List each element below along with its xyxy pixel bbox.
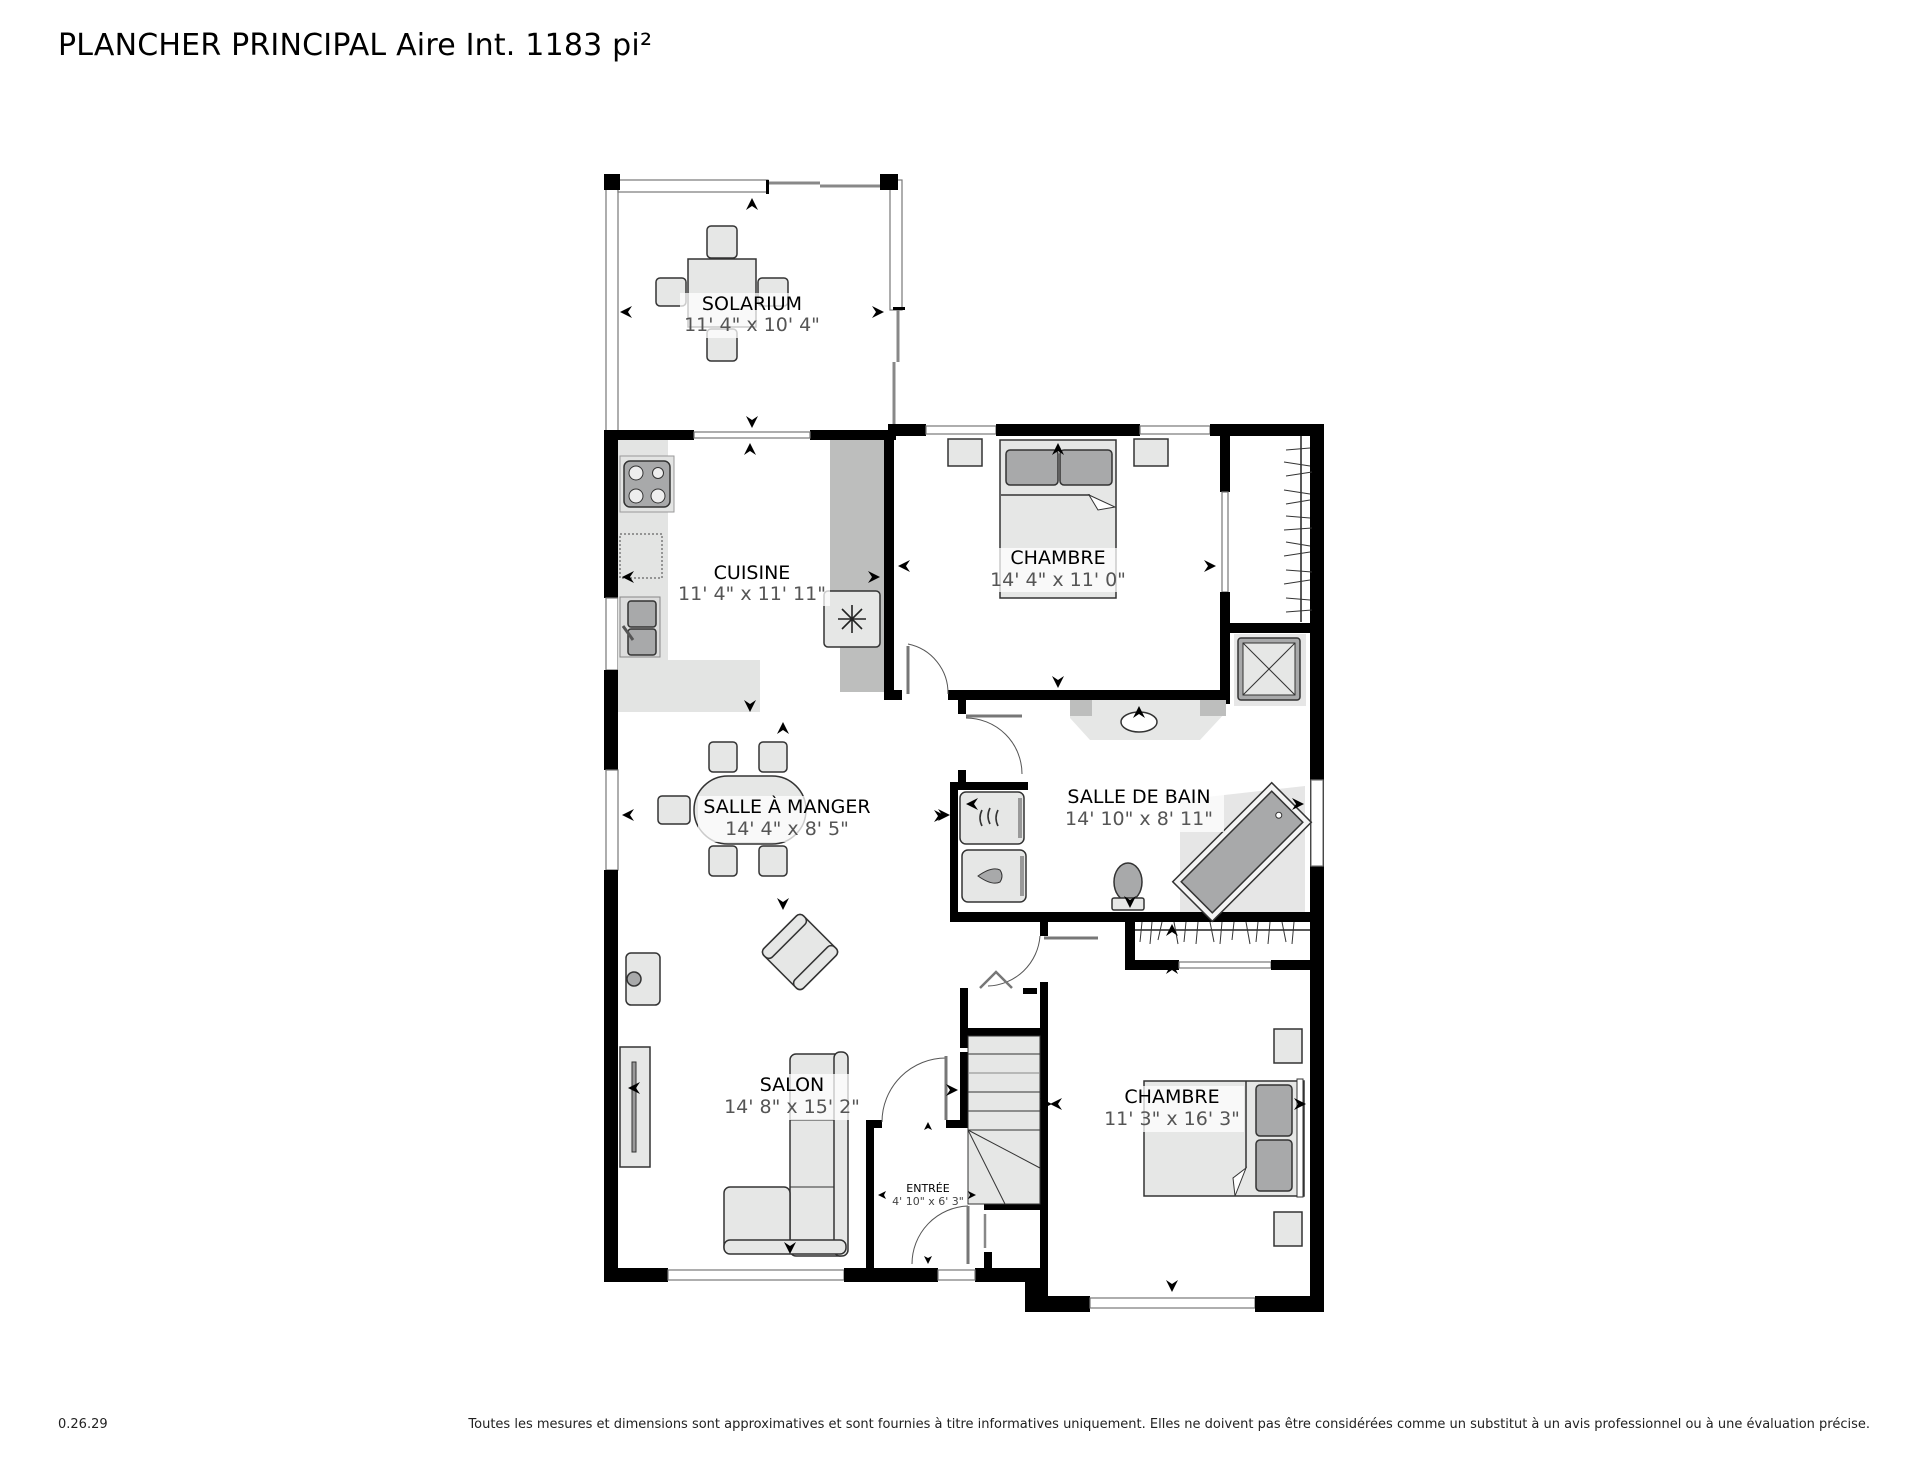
room-salle-de-bain: SALLE DE BAIN 14' 10" x 8' 11" (934, 700, 1313, 923)
stove-icon (619, 455, 675, 513)
armchair-icon (761, 913, 839, 991)
room-name-entree: ENTRÉE (906, 1182, 949, 1195)
dryer-icon (959, 791, 1025, 845)
page-title: PLANCHER PRINCIPAL Aire Int. 1183 pi² (58, 28, 653, 63)
vanity-sink-icon (1120, 711, 1158, 733)
room-name-cuisine: CUISINE (714, 562, 791, 584)
room-dims-solarium: 11' 4" x 10' 4" (684, 314, 820, 336)
washer-icon (961, 849, 1027, 903)
sink-icon (619, 596, 661, 658)
room-chambre-2: CHAMBRE 11' 3" x 16' 3" (1050, 962, 1306, 1292)
room-dims-chambre-2: 11' 3" x 16' 3" (1104, 1108, 1240, 1130)
tv-console-icon (619, 1046, 651, 1168)
room-salle-a-manger: SALLE À MANGER 14' 4" x 8' 5" (622, 722, 950, 991)
disclaimer-text: Toutes les mesures et dimensions sont ap… (468, 1417, 1870, 1432)
room-chambre-1: CHAMBRE 14' 4" x 11' 0" (898, 438, 1216, 688)
room-dims-salon: 14' 8" x 15' 2" (724, 1096, 860, 1118)
room-name-solarium: SOLARIUM (702, 293, 802, 315)
walls (604, 424, 1324, 1312)
room-entree: ENTRÉE 4' 10" x 6' 3" (878, 1056, 987, 1265)
room-dims-entree: 4' 10" x 6' 3" (892, 1195, 964, 1208)
room-cuisine: CUISINE 11' 4" x 11' 11" (618, 440, 949, 712)
room-name-salon: SALON (760, 1074, 825, 1096)
bed-icon (999, 439, 1117, 599)
refrigerator-icon (823, 590, 881, 648)
room-name-chambre-1: CHAMBRE (1010, 547, 1105, 569)
room-name-salle-de-bain: SALLE DE BAIN (1067, 786, 1210, 808)
room-salon: SALON 14' 8" x 15' 2" (619, 952, 872, 1257)
version-label: 0.26.29 (58, 1417, 108, 1432)
closet-2 (1135, 921, 1310, 945)
room-solarium: SOLARIUM 11' 4" x 10' 4" (604, 174, 905, 437)
room-name-chambre-2: CHAMBRE (1124, 1086, 1219, 1108)
closet-1 (1283, 436, 1313, 622)
room-name-salle-a-manger: SALLE À MANGER (703, 795, 870, 818)
room-dims-salle-a-manger: 14' 4" x 8' 5" (725, 818, 849, 840)
stairs-icon (967, 1035, 1041, 1205)
dishwasher-icon (619, 533, 663, 579)
room-dims-salle-de-bain: 14' 10" x 8' 11" (1065, 808, 1213, 830)
shower-icon (1234, 634, 1306, 706)
room-dims-cuisine: 11' 4" x 11' 11" (678, 583, 826, 605)
room-dims-chambre-1: 14' 4" x 11' 0" (990, 569, 1126, 591)
